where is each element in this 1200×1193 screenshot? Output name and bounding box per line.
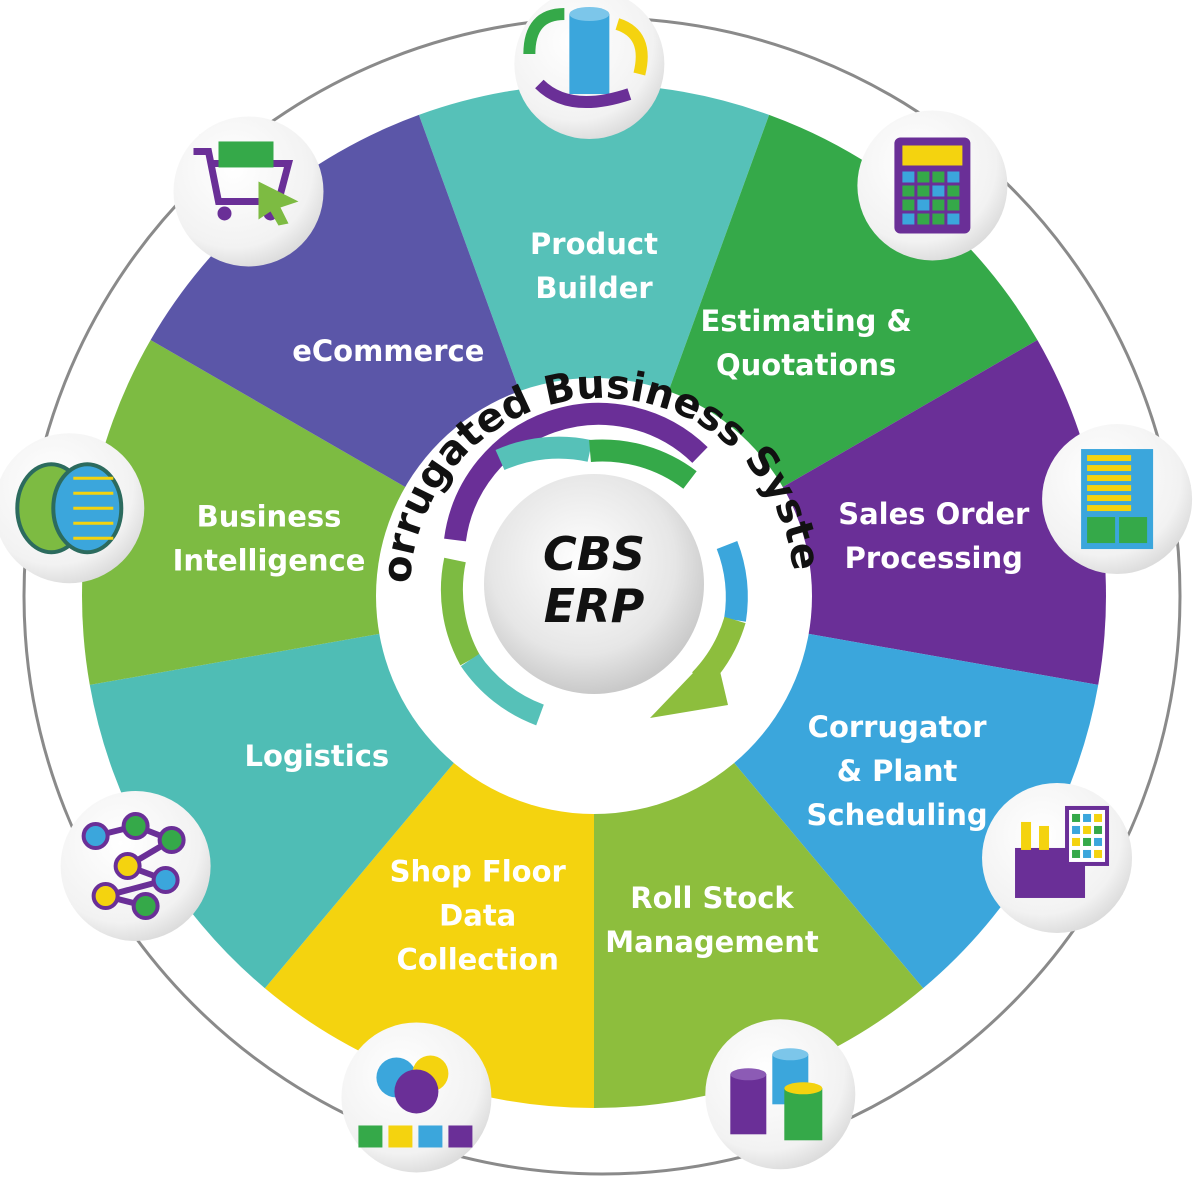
cycle-arrow-blue: [716, 541, 748, 622]
rolls-cycle-icon: [523, 7, 648, 108]
segment-label-corrugator-plant-scheduling: Corrugator: [808, 710, 988, 744]
center-hub: [484, 474, 704, 694]
center-label-erp: ERP: [544, 579, 645, 633]
data-cubes-icon: [358, 1055, 473, 1148]
segment-label-logistics: Logistics: [245, 739, 390, 773]
document-icon: [1081, 449, 1154, 550]
segment-label-shop-floor-data-collection: Data: [439, 898, 516, 932]
brain-icon: [15, 462, 124, 555]
cycle-arrow-purple: [444, 402, 708, 542]
segment-label-corrugator-plant-scheduling: Scheduling: [807, 798, 988, 832]
segment-label-business-intelligence: Business: [197, 500, 342, 534]
segment-product-builder: [418, 84, 770, 597]
factory-schedule-icon: [1015, 805, 1110, 898]
segment-label-sales-order-processing: Sales Order: [838, 497, 1030, 531]
cycle-arrow-teal: [495, 436, 593, 471]
cycle-arrowhead: [650, 650, 728, 718]
segment-label-product-builder: Builder: [535, 271, 653, 305]
shopping-cart-icon: [193, 141, 299, 226]
center-label-cbs: CBS: [543, 527, 645, 581]
segment-label-corrugator-plant-scheduling: & Plant: [837, 754, 958, 788]
segment-label-business-intelligence: Intelligence: [173, 544, 366, 578]
icon-bubbles: [0, 0, 1193, 1173]
segment-label-roll-stock-management: Management: [605, 925, 819, 959]
segment-label-shop-floor-data-collection: Shop Floor: [390, 854, 567, 888]
cycle-arrow-green-top: [589, 439, 697, 489]
cycle-arrow-left-green: [440, 557, 480, 666]
icon-bubble-ecommerce: [173, 116, 324, 267]
segment-label-sales-order-processing: Processing: [845, 541, 1023, 575]
segment-label-estimating-quotations: Estimating &: [700, 304, 911, 338]
roll-stock-icon: [730, 1048, 823, 1141]
segment-label-estimating-quotations: Quotations: [716, 348, 896, 382]
calculator-icon: [894, 137, 971, 234]
segment-label-shop-floor-data-collection: Collection: [397, 942, 559, 976]
cycle-arrow-left-teal: [460, 653, 545, 726]
network-icon: [81, 812, 186, 921]
segment-label-roll-stock-management: Roll Stock: [630, 881, 794, 915]
segment-label-product-builder: Product: [530, 227, 658, 261]
segment-label-ecommerce: eCommerce: [292, 334, 484, 368]
